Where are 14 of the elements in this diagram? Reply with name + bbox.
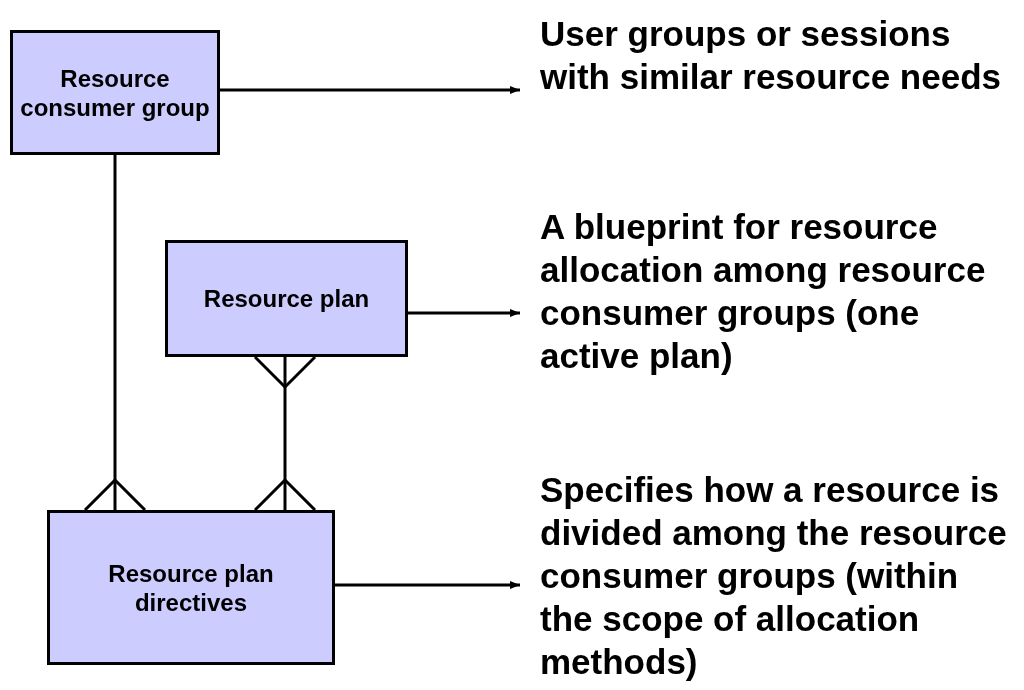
entity-box [47,510,335,665]
arrow [408,309,520,317]
description-text: A blueprint for resource allocation among resource consumer groups (one active plan) [540,206,987,377]
relationship-line [253,355,317,512]
relationship-line [83,155,147,512]
entity-label: Resource consumer group [19,63,211,122]
description-text: User groups or sessions with similar resource needs [540,13,1002,98]
description-text: Specifies how a resource is divided among the resource consumer groups (within the scope of allocation methods) [540,469,1008,683]
arrow [220,86,520,94]
entity-box [10,30,220,155]
entity-box [165,240,408,357]
entity-label: Resource plan [203,284,370,313]
arrow [335,581,520,589]
entity-label: Resource plan directives [107,558,275,617]
